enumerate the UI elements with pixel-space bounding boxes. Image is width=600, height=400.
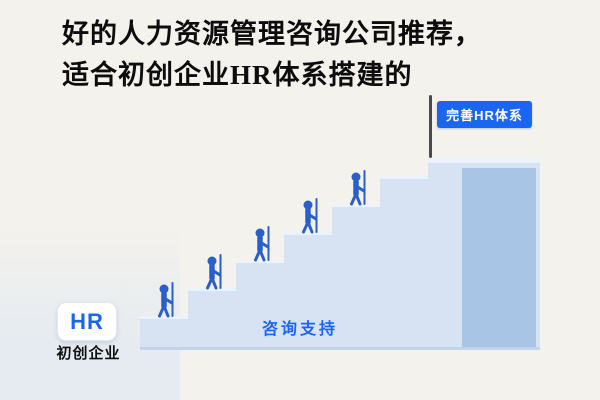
title-line2: 适合初创企业HR体系搭建的 xyxy=(62,60,413,90)
flag-label: 完善HR体系 xyxy=(446,108,523,123)
staircase-base-edge xyxy=(140,347,540,350)
staircase-shape xyxy=(140,158,540,350)
climber-figure xyxy=(350,170,366,206)
hr-logo-text: HR xyxy=(70,308,104,334)
page-title: 好的人力资源管理咨询公司推荐， 适合初创企业HR体系搭建的 xyxy=(62,14,482,96)
startup-label: 初创企业 xyxy=(56,345,121,362)
pillar xyxy=(462,168,536,350)
consult-support-label: 咨询支持 xyxy=(261,321,338,338)
climber-figure xyxy=(302,198,318,234)
startup-hr-badge: HR xyxy=(57,302,117,341)
flag-banner: 完善HR体系 xyxy=(437,101,532,128)
title-line1: 好的人力资源管理咨询公司推荐， xyxy=(62,19,482,49)
climber-figure xyxy=(254,226,270,262)
step-highlights xyxy=(140,158,540,319)
climber-figure xyxy=(206,254,222,290)
flag-pole xyxy=(429,95,432,158)
climber-figure xyxy=(158,282,174,318)
